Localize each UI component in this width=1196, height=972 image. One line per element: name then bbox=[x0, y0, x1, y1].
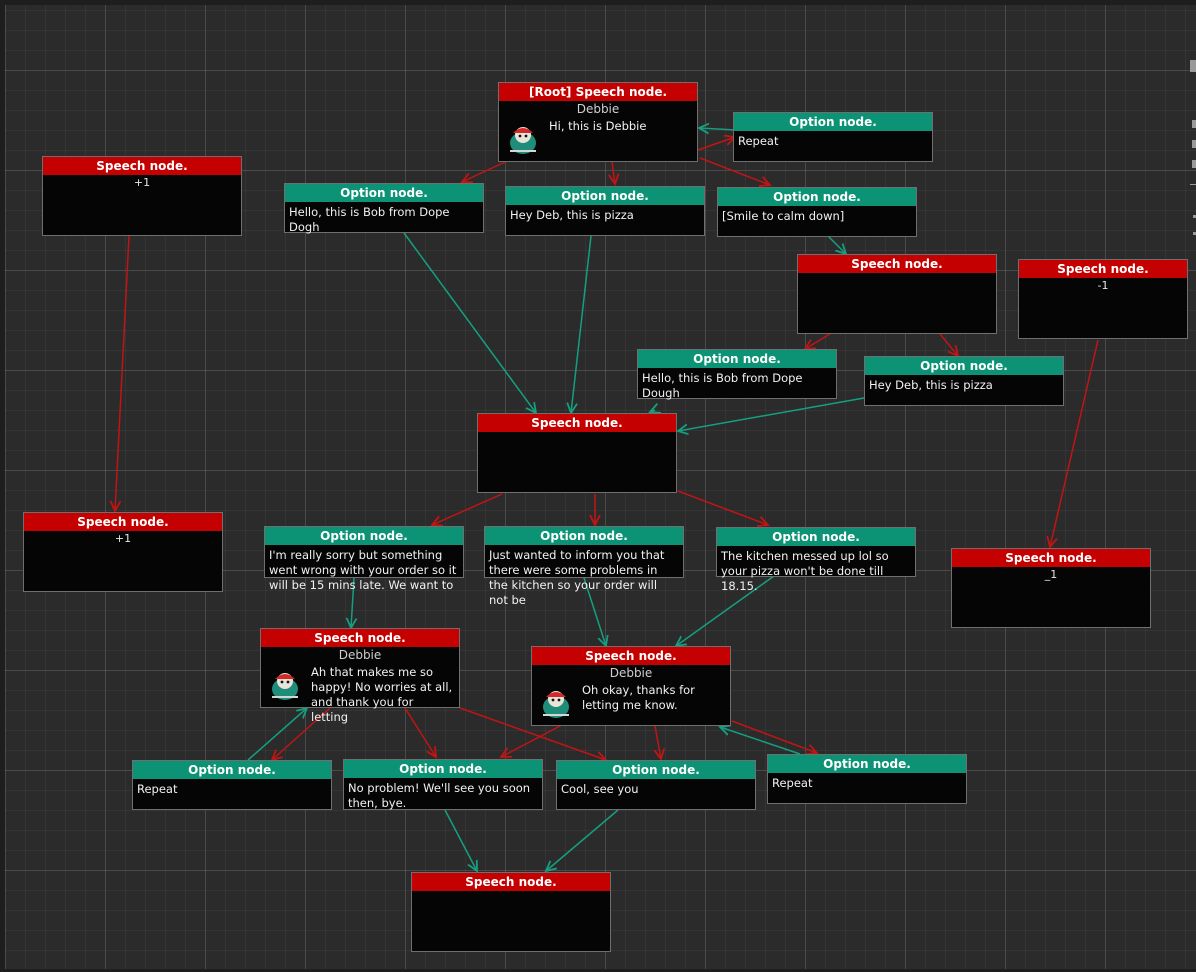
option-text: Hello, this is Bob from Dope Dogh bbox=[289, 205, 450, 234]
option-node-cool[interactable]: Option node. Cool, see you bbox=[556, 760, 756, 810]
option-node-repeat-right[interactable]: Option node. Repeat bbox=[767, 754, 967, 804]
dialogue-text: Hi, this is Debbie bbox=[549, 119, 647, 133]
node-header: Option node. bbox=[285, 184, 483, 202]
dialogue-text: Ah that makes me so happy! No worries at… bbox=[311, 665, 453, 724]
option-node-bob2[interactable]: Option node. Hello, this is Bob from Dop… bbox=[637, 349, 837, 400]
speech-node-mid-right[interactable]: Speech node. bbox=[797, 254, 997, 334]
option-text: I'm really sorry but something went wron… bbox=[269, 548, 457, 592]
edge-plus-top-to-plus-left bbox=[115, 235, 130, 511]
dialogue-text: Oh okay, thanks for letting me know. bbox=[582, 683, 695, 712]
node-header: Speech node. bbox=[1019, 260, 1187, 278]
speaker-name: Debbie bbox=[338, 648, 382, 662]
edge-bob2-to-center bbox=[650, 410, 655, 412]
edge-repeat-left-to-happy bbox=[247, 708, 307, 761]
node-header: Option node. bbox=[718, 188, 916, 206]
speech-node-minus-right[interactable]: Speech node. -1 bbox=[1018, 259, 1188, 339]
node-header: Speech node. bbox=[532, 647, 730, 665]
window-frame-bottom bbox=[0, 969, 1196, 972]
option-node-noproblem[interactable]: Option node. No problem! We'll see you s… bbox=[343, 759, 543, 810]
option-text: Just wanted to inform you that there wer… bbox=[489, 548, 665, 607]
option-node-repeat-left[interactable]: Option node. Repeat bbox=[132, 760, 332, 810]
node-header: Speech node. bbox=[261, 629, 459, 647]
option-node-repeat-top[interactable]: Option node. Repeat bbox=[733, 112, 933, 162]
edge-mid-right-to-pizza2 bbox=[939, 333, 958, 356]
edge-noproblem-to-end bbox=[444, 809, 477, 871]
speech-node-plus-top[interactable]: Speech node. +1 bbox=[42, 156, 242, 236]
node-header: Speech node. bbox=[412, 873, 610, 891]
speech-node-happy[interactable]: Speech node. Debbie Ah that makes me so … bbox=[260, 628, 460, 724]
debbie-portrait-icon bbox=[272, 673, 298, 700]
speech-node-plus-left[interactable]: Speech node. +1 bbox=[23, 512, 223, 592]
speech-node-end[interactable]: Speech node. bbox=[411, 872, 611, 952]
node-value: _1 bbox=[1044, 568, 1058, 581]
option-node-inform[interactable]: Option node. Just wanted to inform you t… bbox=[484, 526, 684, 607]
edge-okay-to-cool bbox=[655, 725, 661, 759]
option-text: Hey Deb, this is pizza bbox=[869, 378, 993, 392]
edge-repeat-right-to-okay bbox=[720, 727, 801, 755]
debbie-portrait-icon bbox=[510, 127, 536, 154]
option-node-smile[interactable]: Option node. [Smile to calm down] bbox=[717, 187, 917, 237]
option-node-pizza2[interactable]: Option node. Hey Deb, this is pizza bbox=[864, 356, 1064, 406]
option-text: [Smile to calm down] bbox=[722, 209, 845, 223]
speech-node-okay[interactable]: Speech node. Debbie Oh okay, thanks for … bbox=[531, 646, 731, 726]
option-node-sorry[interactable]: Option node. I'm really sorry but someth… bbox=[264, 526, 464, 592]
edge-root-to-bob bbox=[462, 161, 506, 182]
node-header: Speech node. bbox=[478, 414, 676, 432]
node-header: Option node. bbox=[557, 761, 755, 779]
edge-pizza2-to-center bbox=[678, 397, 865, 431]
edge-center-to-kitchen bbox=[677, 490, 768, 525]
edge-okay-to-repeat-right bbox=[731, 720, 817, 753]
speech-node-center[interactable]: Speech node. bbox=[477, 413, 677, 493]
window-frame-top bbox=[0, 0, 1196, 5]
edge-bob-to-center bbox=[403, 232, 536, 413]
edge-pizza-to-center bbox=[571, 235, 592, 413]
node-header: Option node. bbox=[485, 527, 683, 545]
edge-root-to-smile bbox=[699, 157, 770, 185]
node-header: Option node. bbox=[768, 755, 966, 773]
node-header: [Root] Speech node. bbox=[499, 83, 697, 101]
edge-smile-to-mid-right bbox=[827, 235, 846, 254]
option-text: Repeat bbox=[738, 134, 779, 148]
node-value: +1 bbox=[114, 532, 132, 545]
window-frame-left bbox=[0, 0, 5, 972]
node-header: Speech node. bbox=[798, 255, 996, 273]
node-value: +1 bbox=[133, 176, 151, 189]
speaker-name: Debbie bbox=[576, 102, 620, 116]
edge-okay-to-noproblem bbox=[501, 725, 561, 757]
speaker-name: Debbie bbox=[609, 666, 653, 680]
node-header: Speech node. bbox=[952, 549, 1150, 567]
option-text: No problem! We'll see you soon then, bye… bbox=[348, 781, 531, 810]
edge-repeat-top-to-root bbox=[699, 128, 737, 130]
node-header: Option node. bbox=[506, 187, 704, 205]
option-text: The kitchen messed up lol so your pizza … bbox=[721, 549, 889, 593]
option-text: Hey Deb, this is pizza bbox=[510, 208, 634, 222]
option-text: Repeat bbox=[137, 782, 178, 796]
edge-center-to-sorry bbox=[432, 493, 503, 525]
node-header: Speech node. bbox=[24, 513, 222, 531]
edge-cool-to-end bbox=[546, 809, 619, 871]
node-header: Option node. bbox=[865, 357, 1063, 375]
option-text: Cool, see you bbox=[561, 782, 639, 796]
option-node-bob[interactable]: Option node. Hello, this is Bob from Dop… bbox=[284, 183, 484, 234]
speech-node-root[interactable]: [Root] Speech node. Debbie Hi, this is D… bbox=[498, 82, 698, 162]
node-header: Option node. bbox=[133, 761, 331, 779]
speech-node-minus-bottom-right[interactable]: Speech node. _1 bbox=[951, 548, 1151, 628]
node-header: Option node. bbox=[344, 760, 542, 778]
debbie-portrait-icon bbox=[543, 691, 569, 718]
side-panel-edge bbox=[1186, 40, 1196, 260]
option-node-kitchen[interactable]: Option node. The kitchen messed up lol s… bbox=[716, 527, 916, 593]
edge-root-to-pizza bbox=[612, 161, 615, 184]
option-text: Repeat bbox=[772, 776, 813, 790]
option-text: Hello, this is Bob from Dope Dough bbox=[642, 371, 803, 400]
edge-mid-right-to-bob2 bbox=[805, 333, 831, 349]
node-header: Option node. bbox=[265, 527, 463, 545]
node-header: Option node. bbox=[638, 350, 836, 368]
edge-happy-to-noproblem bbox=[404, 707, 436, 757]
node-header: Speech node. bbox=[43, 157, 241, 175]
node-header: Option node. bbox=[734, 113, 932, 131]
option-node-pizza[interactable]: Option node. Hey Deb, this is pizza bbox=[505, 186, 705, 236]
node-value: -1 bbox=[1097, 279, 1109, 292]
node-header: Option node. bbox=[717, 528, 915, 546]
edge-root-to-repeat bbox=[697, 137, 735, 151]
